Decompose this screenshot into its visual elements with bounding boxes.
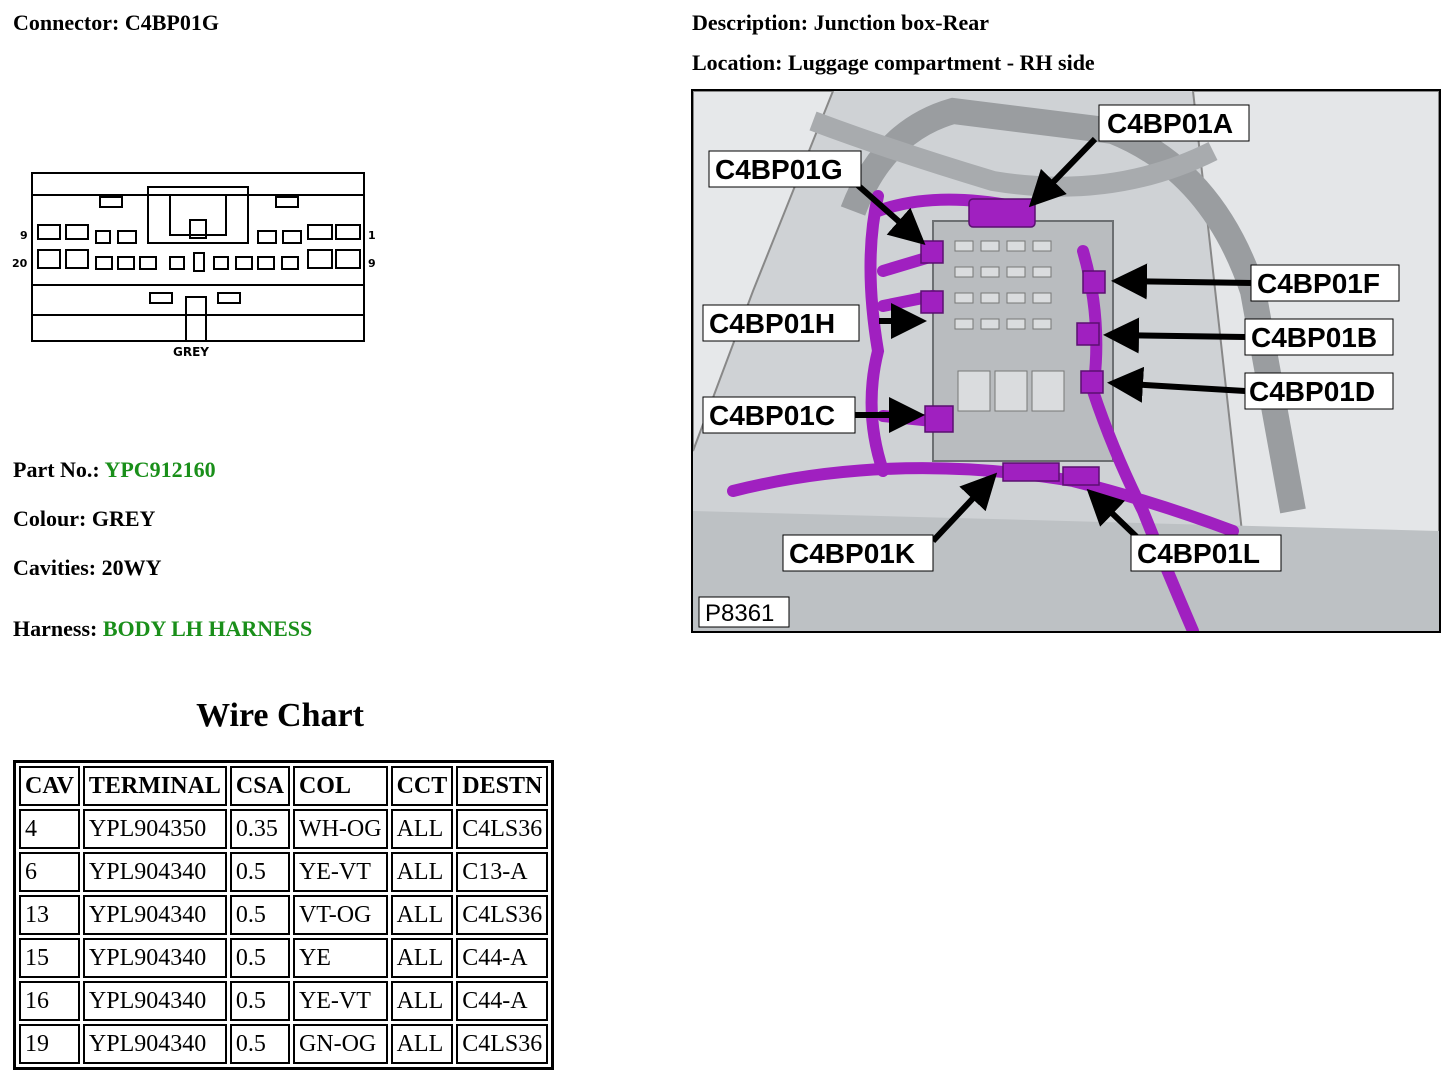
part-no-value: YPC912160 bbox=[104, 457, 216, 482]
location-value: Luggage compartment - RH side bbox=[787, 50, 1095, 75]
cell-destn: C44-A bbox=[456, 981, 549, 1021]
photo-ref: P8361 bbox=[705, 600, 774, 627]
header-cct: CCT bbox=[390, 766, 454, 806]
label-c4bp01f: C4BP01F bbox=[1257, 268, 1380, 299]
colour-value: GREY bbox=[91, 506, 156, 531]
cell-csa: 0.5 bbox=[229, 981, 290, 1021]
header-col: COL bbox=[292, 766, 388, 806]
table-row: 15 YPL904340 0.5 YE ALL C44-A bbox=[19, 938, 549, 978]
cell-terminal: YPL904340 bbox=[82, 852, 227, 892]
cell-destn: C4LS36 bbox=[456, 1024, 549, 1064]
cell-csa: 0.5 bbox=[229, 852, 290, 892]
cell-col: YE-VT bbox=[292, 852, 388, 892]
cavities-value: 20WY bbox=[101, 555, 162, 580]
description-line: Description: Junction box-Rear bbox=[692, 10, 989, 36]
cell-col: WH-OG bbox=[292, 809, 388, 849]
cavities-label: Cavities: bbox=[13, 555, 97, 580]
pin-label-left-top: 9 bbox=[20, 229, 28, 242]
location-label: Location: bbox=[692, 50, 783, 75]
cell-cct: ALL bbox=[390, 809, 454, 849]
cell-destn: C13-A bbox=[456, 852, 549, 892]
cell-cav: 4 bbox=[19, 809, 80, 849]
harness-label: Harness: bbox=[13, 616, 98, 641]
cell-cav: 19 bbox=[19, 1024, 80, 1064]
cell-destn: C44-A bbox=[456, 938, 549, 978]
label-c4bp01l: C4BP01L bbox=[1137, 538, 1260, 569]
table-row: 4 YPL904350 0.35 WH-OG ALL C4LS36 bbox=[19, 809, 549, 849]
cell-col: YE bbox=[292, 938, 388, 978]
harness-value: BODY LH HARNESS bbox=[102, 616, 313, 641]
label-c4bp01d: C4BP01D bbox=[1249, 376, 1375, 407]
cell-terminal: YPL904340 bbox=[82, 1024, 227, 1064]
cavities-line: Cavities: 20WY bbox=[13, 555, 161, 581]
location-photo: C4BP01A C4BP01G C4BP01F C4BP01H C4BP01B … bbox=[691, 89, 1441, 633]
connector-label: Connector: bbox=[13, 10, 120, 35]
wire-chart-table: CAV TERMINAL CSA COL CCT DESTN 4 YPL9043… bbox=[13, 760, 555, 1070]
cavity-row-bottom bbox=[37, 249, 361, 272]
cell-cav: 6 bbox=[19, 852, 80, 892]
cell-cct: ALL bbox=[390, 1024, 454, 1064]
part-no-line: Part No.: YPC912160 bbox=[13, 457, 216, 483]
pin-label-right-bottom: 9 bbox=[368, 257, 376, 270]
cell-cct: ALL bbox=[390, 895, 454, 935]
connector-line: Connector: C4BP01G bbox=[13, 10, 219, 36]
cell-cct: ALL bbox=[390, 852, 454, 892]
cell-cct: ALL bbox=[390, 938, 454, 978]
colour-line: Colour: GREY bbox=[13, 506, 155, 532]
cell-col: GN-OG bbox=[292, 1024, 388, 1064]
table-row: 6 YPL904340 0.5 YE-VT ALL C13-A bbox=[19, 852, 549, 892]
cell-csa: 0.5 bbox=[229, 895, 290, 935]
table-row: 19 YPL904340 0.5 GN-OG ALL C4LS36 bbox=[19, 1024, 549, 1064]
cell-destn: C4LS36 bbox=[456, 809, 549, 849]
cavity-row-top bbox=[37, 224, 361, 244]
description-label: Description: bbox=[692, 10, 809, 35]
label-c4bp01b: C4BP01B bbox=[1251, 322, 1377, 353]
harness-line: Harness: BODY LH HARNESS bbox=[13, 616, 312, 642]
table-row: 16 YPL904340 0.5 YE-VT ALL C44-A bbox=[19, 981, 549, 1021]
cell-cav: 16 bbox=[19, 981, 80, 1021]
pin-label-left-bottom: 20 bbox=[12, 257, 28, 270]
table-row: 13 YPL904340 0.5 VT-OG ALL C4LS36 bbox=[19, 895, 549, 935]
cell-cav: 13 bbox=[19, 895, 80, 935]
cell-col: VT-OG bbox=[292, 895, 388, 935]
cell-csa: 0.5 bbox=[229, 1024, 290, 1064]
cell-cct: ALL bbox=[390, 981, 454, 1021]
header-destn: DESTN bbox=[456, 766, 549, 806]
cell-terminal: YPL904340 bbox=[82, 895, 227, 935]
label-c4bp01c: C4BP01C bbox=[709, 400, 835, 431]
pin-label-right-top: 1 bbox=[368, 229, 376, 242]
cell-terminal: YPL904340 bbox=[82, 938, 227, 978]
wire-chart-title: Wire Chart bbox=[196, 697, 364, 734]
location-line: Location: Luggage compartment - RH side bbox=[692, 50, 1095, 76]
connector-face-diagram: 9 20 1 9 GREY bbox=[12, 165, 378, 365]
cell-cav: 15 bbox=[19, 938, 80, 978]
cell-terminal: YPL904350 bbox=[82, 809, 227, 849]
header-cav: CAV bbox=[19, 766, 80, 806]
face-caption: GREY bbox=[173, 345, 209, 359]
colour-label: Colour: bbox=[13, 506, 87, 531]
cell-terminal: YPL904340 bbox=[82, 981, 227, 1021]
header-csa: CSA bbox=[229, 766, 290, 806]
cell-col: YE-VT bbox=[292, 981, 388, 1021]
label-c4bp01a: C4BP01A bbox=[1107, 108, 1233, 139]
description-value: Junction box-Rear bbox=[813, 10, 989, 35]
header-terminal: TERMINAL bbox=[82, 766, 227, 806]
part-no-label: Part No.: bbox=[13, 457, 100, 482]
cell-csa: 0.5 bbox=[229, 938, 290, 978]
label-c4bp01h: C4BP01H bbox=[709, 308, 835, 339]
label-c4bp01k: C4BP01K bbox=[789, 538, 915, 569]
cell-destn: C4LS36 bbox=[456, 895, 549, 935]
wire-chart-header-row: CAV TERMINAL CSA COL CCT DESTN bbox=[19, 766, 549, 806]
connector-value: C4BP01G bbox=[124, 10, 219, 35]
cell-csa: 0.35 bbox=[229, 809, 290, 849]
label-c4bp01g: C4BP01G bbox=[715, 154, 843, 185]
